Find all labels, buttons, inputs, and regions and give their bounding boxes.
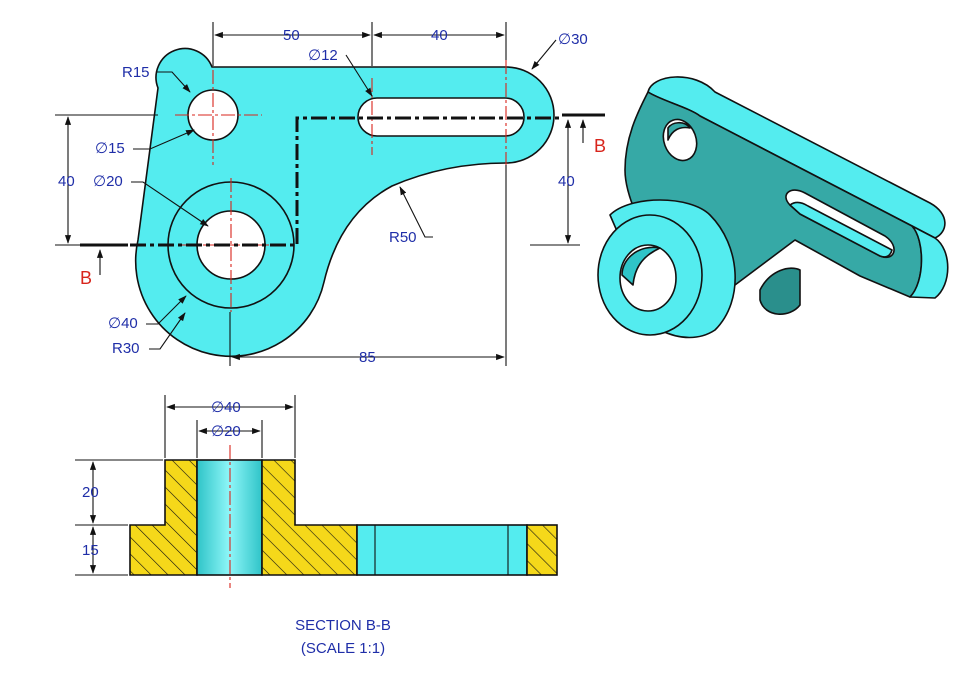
dim-width-50: 50 xyxy=(283,27,300,44)
section-dim-hole: ∅20 xyxy=(211,423,241,440)
dim-end-dia: ∅30 xyxy=(558,31,588,48)
section-dim-boss-height: 20 xyxy=(82,484,99,501)
section-hatch-mid xyxy=(261,459,358,576)
section-view: ∅40 ∅20 20 15 SECTION B-B (SCALE 1:1) xyxy=(75,395,558,657)
dim-slot-dia: ∅12 xyxy=(308,47,338,64)
top-view: B B 50 40 ∅12 ∅30 R15 xyxy=(55,22,606,366)
section-dim-plate-height: 15 xyxy=(82,542,99,559)
cut-label-left: B xyxy=(80,268,92,288)
dim-fillet: R50 xyxy=(389,229,417,246)
section-dim-boss: ∅40 xyxy=(211,399,241,416)
cut-label-right: B xyxy=(594,136,606,156)
section-hatch-left xyxy=(129,459,198,576)
top-dimensions: 50 40 ∅12 ∅30 R15 ∅15 ∅20 40 40 xyxy=(55,22,588,366)
dim-height-left: 40 xyxy=(58,173,75,190)
dim-hole: ∅20 xyxy=(93,173,123,190)
section-scale: (SCALE 1:1) xyxy=(301,640,385,657)
plate-end xyxy=(909,225,949,299)
dim-width-40: 40 xyxy=(431,27,448,44)
slot xyxy=(357,97,525,137)
section-slot-face xyxy=(356,524,528,576)
section-hatch-right xyxy=(526,524,558,576)
dim-boss-dia: ∅40 xyxy=(108,315,138,332)
dim-small-radius: R15 xyxy=(122,64,150,81)
section-caption: SECTION B-B xyxy=(295,617,391,634)
isometric-view xyxy=(597,76,949,339)
dim-length-85: 85 xyxy=(359,349,376,366)
iso-slot-inner xyxy=(789,201,893,258)
cutting-plane: B B xyxy=(80,113,606,288)
dim-boss-radius: R30 xyxy=(112,340,140,357)
plate-underside xyxy=(759,267,801,315)
dim-small-hole: ∅15 xyxy=(95,140,125,157)
dim-height-right: 40 xyxy=(558,173,575,190)
